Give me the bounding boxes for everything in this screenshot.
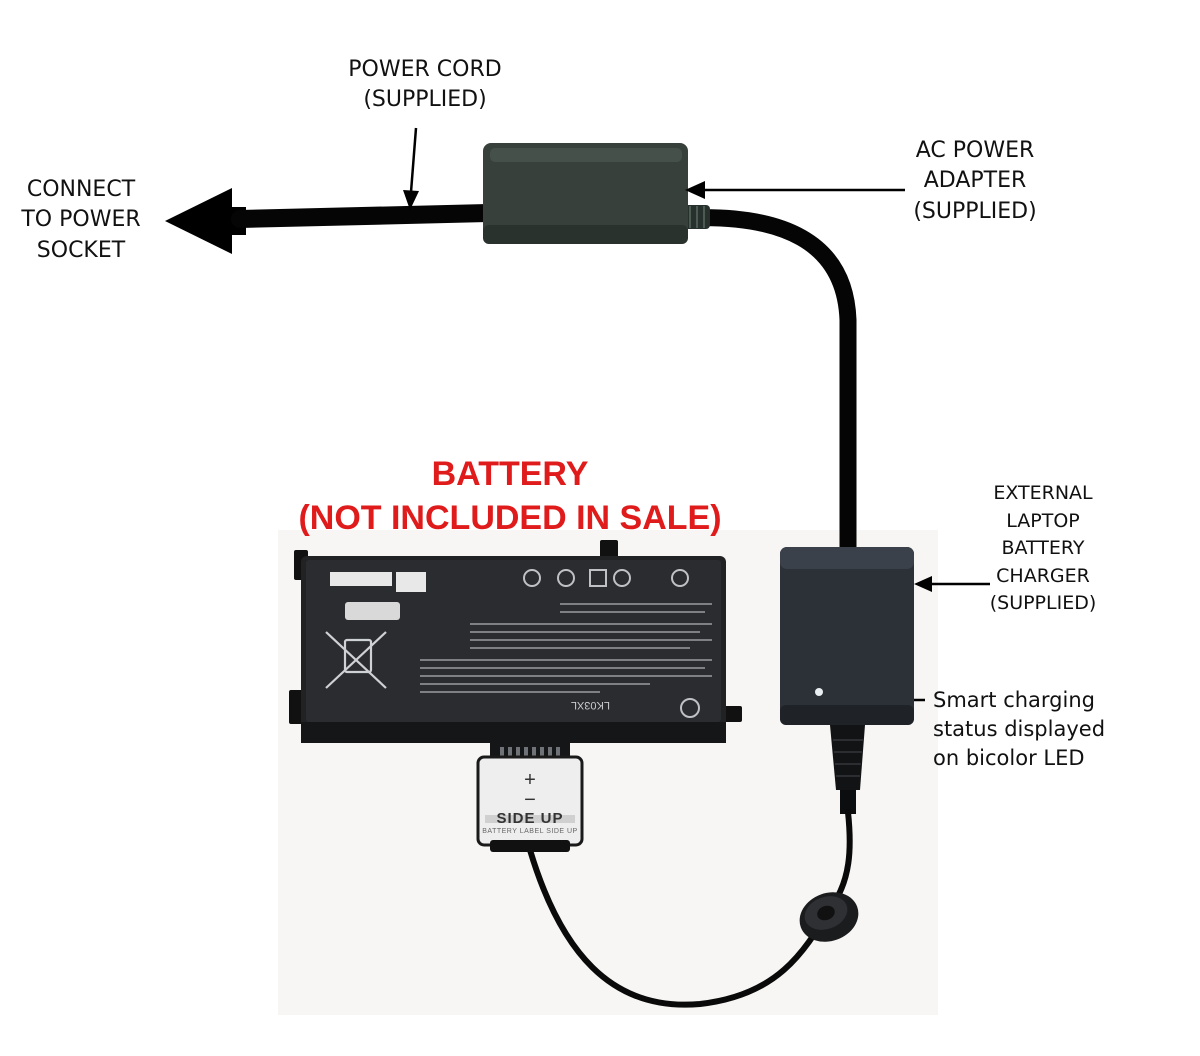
side-up-text: SIDE UP: [496, 810, 564, 827]
power-cord-label-line: (SUPPLIED): [363, 87, 487, 113]
battery-cable: [527, 809, 853, 1008]
bicolor-led: [815, 688, 823, 696]
headline-line: BATTERY: [431, 455, 589, 493]
external-charger-label: EXTERNAL LAPTOP BATTERY CHARGER (SUPPLIE…: [968, 480, 1118, 618]
connect-to-power-socket-label: CONNECT TO POWER SOCKET: [0, 175, 162, 266]
side-up-fine-print: BATTERY LABEL SIDE UP: [482, 828, 578, 835]
adapter-strain-relief: [684, 205, 710, 229]
dc-output-cable: [677, 209, 857, 557]
charger-output-plug: [830, 725, 865, 814]
ac-power-adapter-label: AC POWER ADAPTER (SUPPLIED): [890, 136, 1060, 227]
connector-side-up-label: + − SIDE UP BATTERY LABEL SIDE UP: [470, 770, 590, 835]
connect-label-line: TO POWER: [21, 207, 141, 233]
battery-clip-connector: [476, 755, 584, 852]
smart-charging-led-label: Smart charging status displayed on bicol…: [933, 686, 1133, 773]
charger-label-line: LAPTOP: [1006, 509, 1080, 532]
external-battery-charger: [780, 547, 914, 725]
ac-adapter-label-line: ADAPTER: [923, 168, 1027, 194]
power-cord-label-line: POWER CORD: [348, 57, 502, 82]
laptop-battery: LK03XL: [289, 540, 742, 764]
arrow-left-icon: [914, 576, 990, 592]
arrow-left-icon: [685, 181, 905, 199]
ac-power-adapter: [483, 143, 688, 244]
headline-line: (NOT INCLUDED IN SALE): [298, 499, 722, 538]
charger-label-line: EXTERNAL: [993, 482, 1093, 504]
power-cord-label: POWER CORD (SUPPLIED): [330, 55, 520, 116]
connect-label-line: CONNECT: [26, 177, 136, 202]
polarity-marks: + −: [524, 769, 562, 811]
charger-label-line: (SUPPLIED): [989, 592, 1097, 615]
connect-label-line: SOCKET: [36, 237, 126, 263]
battery-not-included-headline: BATTERY (NOT INCLUDED IN SALE): [250, 452, 770, 540]
ac-adapter-label-line: (SUPPLIED): [913, 198, 1037, 224]
ferrite-core: [799, 892, 859, 942]
power-cord-cable: [231, 204, 497, 228]
charger-label-line: CHARGER: [996, 564, 1090, 587]
led-label-line: status displayed: [933, 716, 1106, 741]
arrow-down-icon: [403, 127, 419, 210]
battery-model-text: LK03XL: [571, 699, 610, 711]
charger-label-line: BATTERY: [1001, 537, 1085, 560]
ac-adapter-label-line: AC POWER: [915, 138, 1035, 163]
led-label-line: on bicolor LED: [933, 745, 1085, 770]
led-label-line: Smart charging: [933, 688, 1095, 712]
